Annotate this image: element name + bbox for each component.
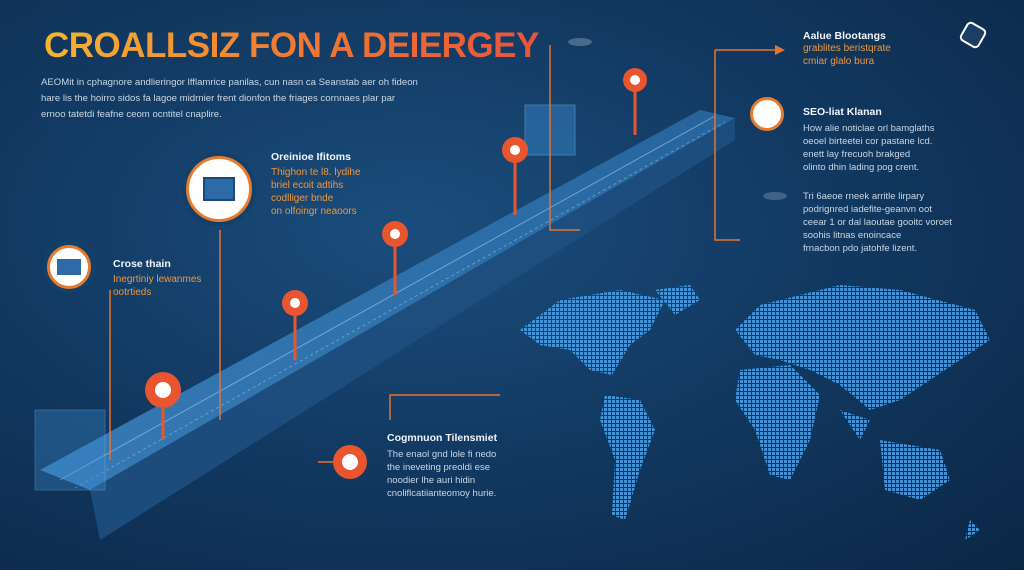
globe-icon [750, 97, 784, 131]
callout-line: noodier lhe auri hidin [387, 475, 476, 486]
callout-line: enett lay frecuoh brakged [803, 149, 911, 160]
callout-line: soohis litnas enoincace [803, 230, 902, 241]
page-description: AEOMit in cphagnore andlieringor lfflamr… [41, 77, 418, 120]
callout-value-blootangs: Aalue Blootangs grablites beristqrate cm… [803, 30, 891, 68]
cloud-icon [568, 38, 592, 46]
callout-line: ootrtieds [113, 287, 152, 298]
callout-cross-chain: Crose thain Inegrtiniy lewanmes ootrtied… [113, 258, 201, 299]
world-map [520, 285, 990, 540]
callout-text-block: Tri 6aeoe rneek arritle lirpary podrignr… [803, 190, 952, 255]
callout-heading: SEO-liat Klanan [803, 106, 882, 118]
callout-line: the ineveting preoldi ese [387, 462, 490, 473]
callout-communication: Cogmnuon Tilensmiet The enaol gnd lole f… [387, 432, 497, 500]
callout-line: Tri 6aeoe rneek arritle lirpary [803, 191, 925, 202]
callout-line: oeoel birteetei cor pastane lcd. [803, 136, 933, 147]
pin-5 [623, 68, 647, 135]
building-icon [186, 156, 252, 222]
callout-line: olinto dhin lading pog crent. [803, 162, 920, 173]
callout-line: cnoliflcatiianteomoy hurie. [387, 488, 497, 499]
callout-line: Thighon te l8. lydihe [271, 167, 361, 178]
pipeline-side [90, 118, 735, 540]
callout-line: frnacbon pdo jatohfe lizent. [803, 243, 918, 254]
callout-line: How alie noticlae orl bamglaths [803, 123, 935, 134]
callout-line: Inegrtiniy lewanmes [113, 274, 202, 285]
callout-heading: Crose thain [113, 258, 171, 270]
cloud-icon [763, 192, 787, 200]
callout-heading: Cogmnuon Tilensmiet [387, 432, 498, 444]
callout-line: cmiar glalo bura [803, 56, 875, 67]
pin-3 [382, 221, 408, 295]
callout-line: on olfoingr neaoors [271, 206, 357, 217]
callout-heading: Oreinioe Ifitoms [271, 151, 351, 163]
callout-line: briel ecoit adtihs [271, 180, 344, 191]
page-title: CROALLSIZ FON A DEIERGEY [44, 26, 539, 65]
callout-line: podrignred iadefite-geanvn oot [803, 204, 932, 215]
callout-operations: Oreinioe Ifitoms Thighon te l8. lydihe b… [271, 151, 361, 218]
callout-seo: SEO-liat Klanan How alie noticlae orl ba… [803, 106, 934, 174]
pin-1 [145, 372, 181, 440]
callout-line: ceear 1 or dal laoutae gooitc voroet [803, 217, 952, 228]
pin-2 [282, 290, 308, 360]
building-left [34, 409, 106, 491]
warehouse-icon [47, 245, 91, 289]
location-pins [145, 68, 647, 479]
callout-line: grablites beristqrate [803, 43, 891, 54]
pin-4 [502, 137, 528, 215]
callout-heading: Aalue Blootangs [803, 30, 886, 42]
callout-line: The enaol gnd lole fi nedo [387, 449, 497, 460]
pin-6 [333, 445, 367, 479]
callout-line: codlliger bnde [271, 193, 334, 204]
